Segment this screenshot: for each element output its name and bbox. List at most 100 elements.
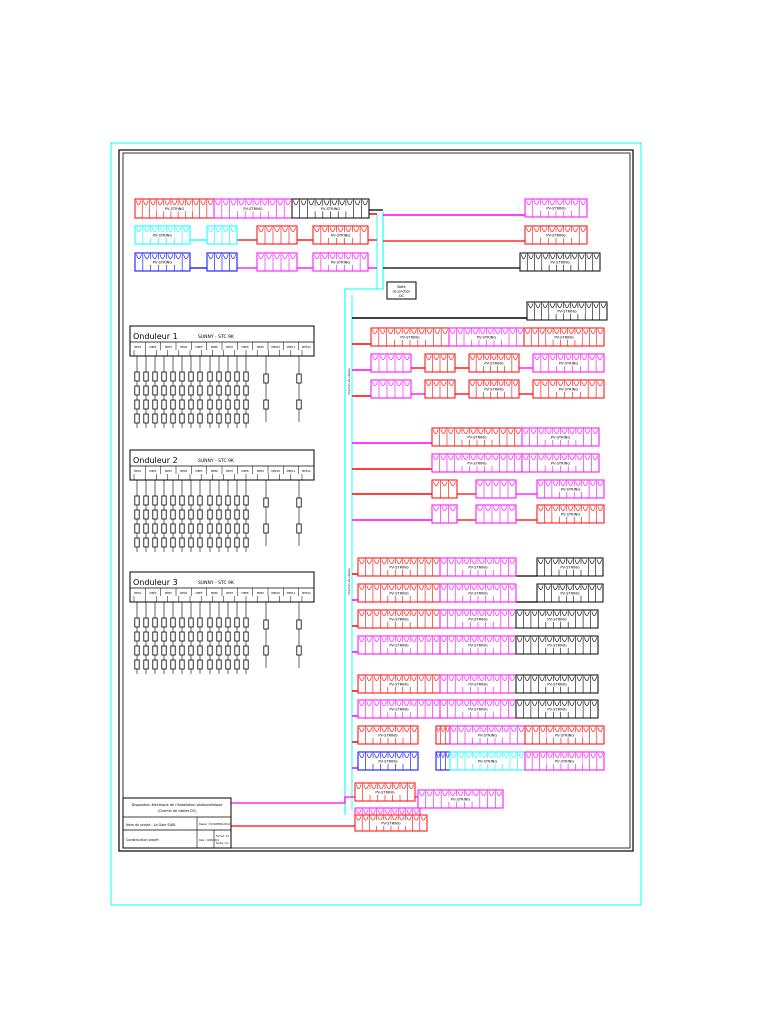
string-fuse: [243, 617, 249, 628]
string-fuse: [225, 371, 231, 382]
string-fuse: [188, 659, 194, 670]
inverter-input-label: MPP9: [257, 591, 264, 595]
string-fuse: [170, 371, 176, 382]
string-fuse: [225, 509, 231, 520]
inverter-input-label: MPP4: [180, 345, 187, 349]
inverter-input-label: MPP11: [287, 591, 296, 595]
string-fuse: [207, 659, 213, 670]
pv-string-label: PV-STRING: [331, 234, 350, 238]
string-fuse: [161, 399, 167, 410]
pv-string-label: PV-STRING: [389, 618, 408, 622]
string-fuse: [225, 537, 231, 548]
string-fuse: [152, 659, 158, 670]
string-fuse: [143, 509, 149, 520]
inverter-input-label: MPP5: [195, 469, 202, 473]
pv-string: PV-STRING: [354, 814, 428, 832]
pv-string: PV-STRING: [523, 327, 605, 347]
cable-channel-label-upper: Chemin de câbles: [347, 368, 351, 395]
string-fuse: [143, 385, 149, 396]
pv-string: PV-STRING: [536, 583, 604, 603]
pv-string: PV-STRING: [526, 301, 608, 321]
pv-string-label: PV-STRING: [557, 310, 576, 314]
string-fuse: [143, 659, 149, 670]
string-fuse: [179, 617, 185, 628]
string-fuse: [161, 617, 167, 628]
string-fuse: [170, 645, 176, 656]
string-fuse: [143, 399, 149, 410]
string-fuse: [207, 537, 213, 548]
junction-box-line3: DC: [399, 294, 404, 298]
string-fuse: [234, 399, 240, 410]
pv-string: PV-STRING: [524, 751, 605, 771]
string-fuse: [161, 537, 167, 548]
string-fuse: [234, 645, 240, 656]
string-fuse: [243, 509, 249, 520]
string-fuse: [161, 523, 167, 534]
string-fuse: [263, 645, 269, 656]
inverter-input-label: MPP11: [287, 469, 296, 473]
string-fuse: [161, 495, 167, 506]
string-fuse: [296, 619, 302, 630]
inverter-input-label: MPP2: [149, 345, 156, 349]
string-fuse: [143, 495, 149, 506]
title-block: Disposition électrique de l'installation…: [122, 797, 232, 849]
string-fuse: [134, 523, 140, 534]
string-fuse: [197, 413, 203, 424]
pv-string: PV-STRING: [439, 557, 517, 577]
string-fuse: [207, 371, 213, 382]
string-fuse: [216, 659, 222, 670]
string-fuse: [216, 523, 222, 534]
pv-string: PV-STRING: [439, 635, 517, 655]
string-fuse: [143, 645, 149, 656]
pv-string-label: PV-STRING: [378, 734, 397, 738]
drawing-frame-inner: [122, 152, 631, 849]
pv-string-label: PV-STRING: [551, 462, 570, 466]
inverter-name: Onduleur 1: [133, 332, 178, 341]
pv-string: [435, 725, 451, 745]
inverter-input-label: MPP11: [287, 345, 296, 349]
string-fuse: [170, 659, 176, 670]
pv-string: PV-STRING: [357, 635, 441, 655]
string-fuse: [207, 413, 213, 424]
string-fuse: [207, 495, 213, 506]
inverter-input-label: MPP8: [241, 345, 248, 349]
pv-string: PV-STRING: [357, 609, 441, 629]
pv-string: PV-STRING: [431, 427, 523, 447]
sheet-border: [110, 142, 642, 906]
string-fuse: [188, 385, 194, 396]
string-fuse: [161, 385, 167, 396]
pv-string: PV-STRING: [532, 353, 605, 373]
string-fuse: [152, 509, 158, 520]
string-fuse: [263, 373, 269, 384]
string-fuse: [216, 537, 222, 548]
pv-string: [431, 504, 458, 524]
string-fuse: [243, 399, 249, 410]
string-fuse: [170, 523, 176, 534]
pv-string-label: PV-STRING: [477, 336, 496, 340]
string-fuse: [207, 385, 213, 396]
string-fuse: [170, 399, 176, 410]
pv-string: PV-STRING: [536, 557, 604, 577]
string-fuse: [263, 497, 269, 508]
string-fuse: [134, 617, 140, 628]
pv-string: [206, 225, 238, 245]
string-fuse: [161, 659, 167, 670]
inverter-input-label: MPP3: [165, 591, 172, 595]
string-fuse: [197, 523, 203, 534]
pv-string: PV-STRING: [354, 782, 416, 802]
pv-string: PV-STRING: [468, 379, 520, 399]
string-fuse: [225, 617, 231, 628]
string-fuse: [152, 413, 158, 424]
pv-string-label: PV-STRING: [547, 683, 566, 687]
pv-string: PV-STRING: [312, 225, 369, 245]
pv-string: [370, 353, 412, 373]
string-fuse: [197, 617, 203, 628]
string-fuse: [134, 509, 140, 520]
string-fuse: [188, 399, 194, 410]
pv-string: PV-STRING: [536, 504, 605, 524]
pv-string: [424, 379, 456, 399]
pv-string-label: PV-STRING: [547, 708, 566, 712]
string-fuse: [161, 509, 167, 520]
string-fuse: [243, 631, 249, 642]
pv-string-label: PV-STRING: [560, 566, 579, 570]
